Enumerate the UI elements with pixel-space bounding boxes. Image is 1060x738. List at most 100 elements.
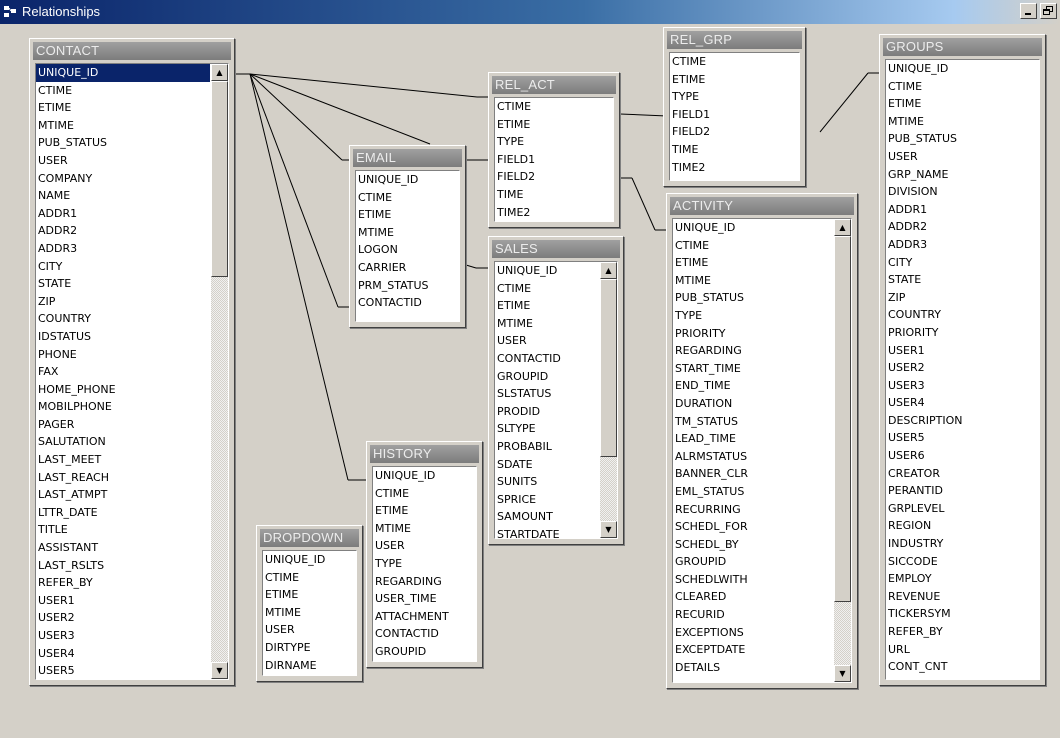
field-item[interactable]: MTIME [265, 605, 301, 619]
field-item[interactable]: CREATOR [888, 466, 940, 480]
field-item[interactable]: FIELD2 [497, 170, 536, 184]
table-title[interactable]: SALES [492, 240, 620, 258]
vertical-scrollbar[interactable]: ▲ ▼ [834, 219, 851, 682]
field-item[interactable]: MTIME [358, 225, 394, 239]
field-item[interactable]: UNIQUE_ID [888, 62, 949, 75]
scroll-thumb[interactable] [211, 81, 228, 277]
field-item[interactable]: SCHEDL_FOR [675, 520, 748, 534]
field-item[interactable]: ETIME [497, 299, 531, 313]
field-item[interactable]: REFER_BY [888, 625, 943, 638]
field-item[interactable]: REGION [888, 519, 932, 533]
table-title[interactable]: DROPDOWN [260, 529, 359, 547]
field-item[interactable]: EML_STATUS [675, 484, 745, 498]
scroll-down-button[interactable]: ▼ [600, 521, 617, 538]
field-item[interactable]: ETIME [375, 504, 409, 518]
field-item[interactable]: USER6 [888, 449, 925, 463]
table-title[interactable]: EMAIL [353, 149, 462, 167]
field-item[interactable]: ADDR1 [888, 202, 928, 216]
field-item[interactable]: TITLE [38, 523, 68, 537]
scroll-up-button[interactable]: ▲ [211, 64, 228, 81]
email-table[interactable]: EMAIL UNIQUE_ID CTIME ETIME MTIME LOGON … [349, 145, 466, 328]
field-item[interactable]: USER [888, 149, 918, 163]
field-item[interactable]: EMPLOY [888, 572, 932, 586]
field-item[interactable]: SDATE [497, 457, 533, 471]
field-item[interactable]: EXCEPTDATE [675, 643, 746, 657]
field-item[interactable]: PERANTID [888, 484, 943, 498]
field-item[interactable]: USER [38, 153, 68, 167]
field-item[interactable]: TYPE [672, 90, 700, 104]
field-item[interactable]: NAME [38, 189, 71, 203]
minimize-button[interactable] [1020, 3, 1037, 19]
rel-act-table[interactable]: REL_ACT CTIME ETIME TYPE FIELD1 FIELD2 T… [488, 72, 620, 228]
field-item[interactable]: GROUPID [497, 369, 549, 383]
field-list[interactable]: UNIQUE_ID CTIME ETIME MTIME USER DIRTYPE… [262, 550, 357, 676]
field-item[interactable]: ETIME [358, 208, 392, 222]
field-item[interactable]: SCHEDL_BY [675, 537, 739, 551]
field-item[interactable]: CTIME [675, 238, 710, 252]
field-item[interactable]: CTIME [672, 55, 707, 68]
field-item[interactable]: PROBABIL [497, 439, 552, 453]
field-item[interactable]: PRM_STATUS [358, 278, 429, 292]
field-item[interactable]: GROUPID [375, 644, 427, 658]
field-item[interactable]: USER2 [888, 361, 925, 375]
field-item[interactable]: PUB_STATUS [675, 291, 745, 305]
table-title[interactable]: REL_GRP [667, 31, 802, 49]
field-item[interactable]: CONTACTID [375, 627, 439, 641]
field-item[interactable]: PAGER [38, 417, 75, 431]
relationships-canvas[interactable]: CONTACT UNIQUE_ID CTIME ETIME MTIME PUB_… [0, 24, 1060, 714]
field-item[interactable]: USER1 [888, 343, 925, 357]
scroll-down-button[interactable]: ▼ [834, 665, 851, 682]
field-item[interactable]: MTIME [497, 316, 533, 330]
table-title[interactable]: REL_ACT [492, 76, 616, 94]
dropdown-table[interactable]: DROPDOWN UNIQUE_ID CTIME ETIME MTIME USE… [256, 525, 363, 682]
field-item[interactable]: ADDR3 [38, 241, 78, 255]
history-table[interactable]: HISTORY UNIQUE_ID CTIME ETIME MTIME USER… [366, 441, 483, 668]
field-item[interactable]: PRIORITY [675, 326, 726, 340]
field-item[interactable]: COMPANY [38, 171, 93, 185]
field-item[interactable]: MOBILPHONE [38, 400, 112, 414]
field-item[interactable]: GRPLEVEL [888, 501, 945, 515]
field-item[interactable]: CTIME [375, 486, 410, 500]
field-list[interactable]: UNIQUE_ID CTIME ETIME MTIME USER TYPE RE… [372, 466, 477, 662]
restore-button[interactable] [1040, 3, 1057, 19]
field-item[interactable]: EXCEPTIONS [675, 625, 744, 639]
activity-table[interactable]: ACTIVITY UNIQUE_ID CTIME ETIME MTIME PUB… [666, 193, 858, 689]
sales-table[interactable]: SALES UNIQUE_ID CTIME ETIME MTIME USER C… [488, 236, 624, 545]
field-item[interactable]: UNIQUE_ID [36, 64, 210, 82]
field-item[interactable]: USER4 [38, 646, 75, 660]
field-item[interactable]: DIRTYPE [265, 640, 311, 654]
field-item[interactable]: STARTDATE [497, 527, 560, 539]
field-item[interactable]: FIELD2 [672, 125, 711, 139]
field-item[interactable]: IDSTATUS [38, 329, 91, 343]
field-item[interactable]: REGARDING [675, 344, 742, 358]
field-item[interactable]: CTIME [38, 83, 73, 97]
field-item[interactable]: ADDR2 [888, 220, 928, 234]
field-item[interactable]: ETIME [672, 72, 706, 86]
field-item[interactable]: COUNTRY [888, 308, 941, 322]
field-list[interactable]: UNIQUE_ID CTIME ETIME MTIME PUB_STATUS U… [885, 59, 1040, 680]
field-item[interactable]: HOME_PHONE [38, 382, 116, 396]
field-item[interactable]: REGARDING [375, 574, 442, 588]
field-item[interactable]: SCHEDLWITH [675, 572, 748, 586]
field-item[interactable]: CITY [38, 259, 63, 273]
scroll-down-button[interactable]: ▼ [211, 662, 228, 679]
field-item[interactable]: RECURID [675, 608, 725, 622]
table-title[interactable]: HISTORY [370, 445, 479, 463]
field-item[interactable]: UNIQUE_ID [358, 173, 419, 186]
field-item[interactable]: TYPE [675, 308, 703, 322]
field-item[interactable]: LAST_MEET [38, 453, 102, 467]
table-title[interactable]: ACTIVITY [670, 197, 854, 215]
field-item[interactable]: REVENUE [888, 589, 941, 603]
field-item[interactable]: PHONE [38, 347, 77, 361]
field-item[interactable]: CTIME [888, 79, 923, 93]
field-item[interactable]: TIME [672, 142, 699, 156]
field-item[interactable]: ZIP [888, 290, 906, 304]
field-item[interactable]: TM_STATUS [675, 414, 738, 428]
vertical-scrollbar[interactable]: ▲ ▼ [600, 262, 617, 538]
field-item[interactable]: DESCRIPTION [888, 413, 963, 427]
field-item[interactable]: SUNITS [497, 475, 538, 489]
field-item[interactable]: TYPE [497, 135, 525, 149]
field-item[interactable]: USER1 [38, 593, 75, 607]
field-item[interactable]: CLEARED [675, 590, 727, 604]
field-item[interactable]: MTIME [38, 118, 74, 132]
